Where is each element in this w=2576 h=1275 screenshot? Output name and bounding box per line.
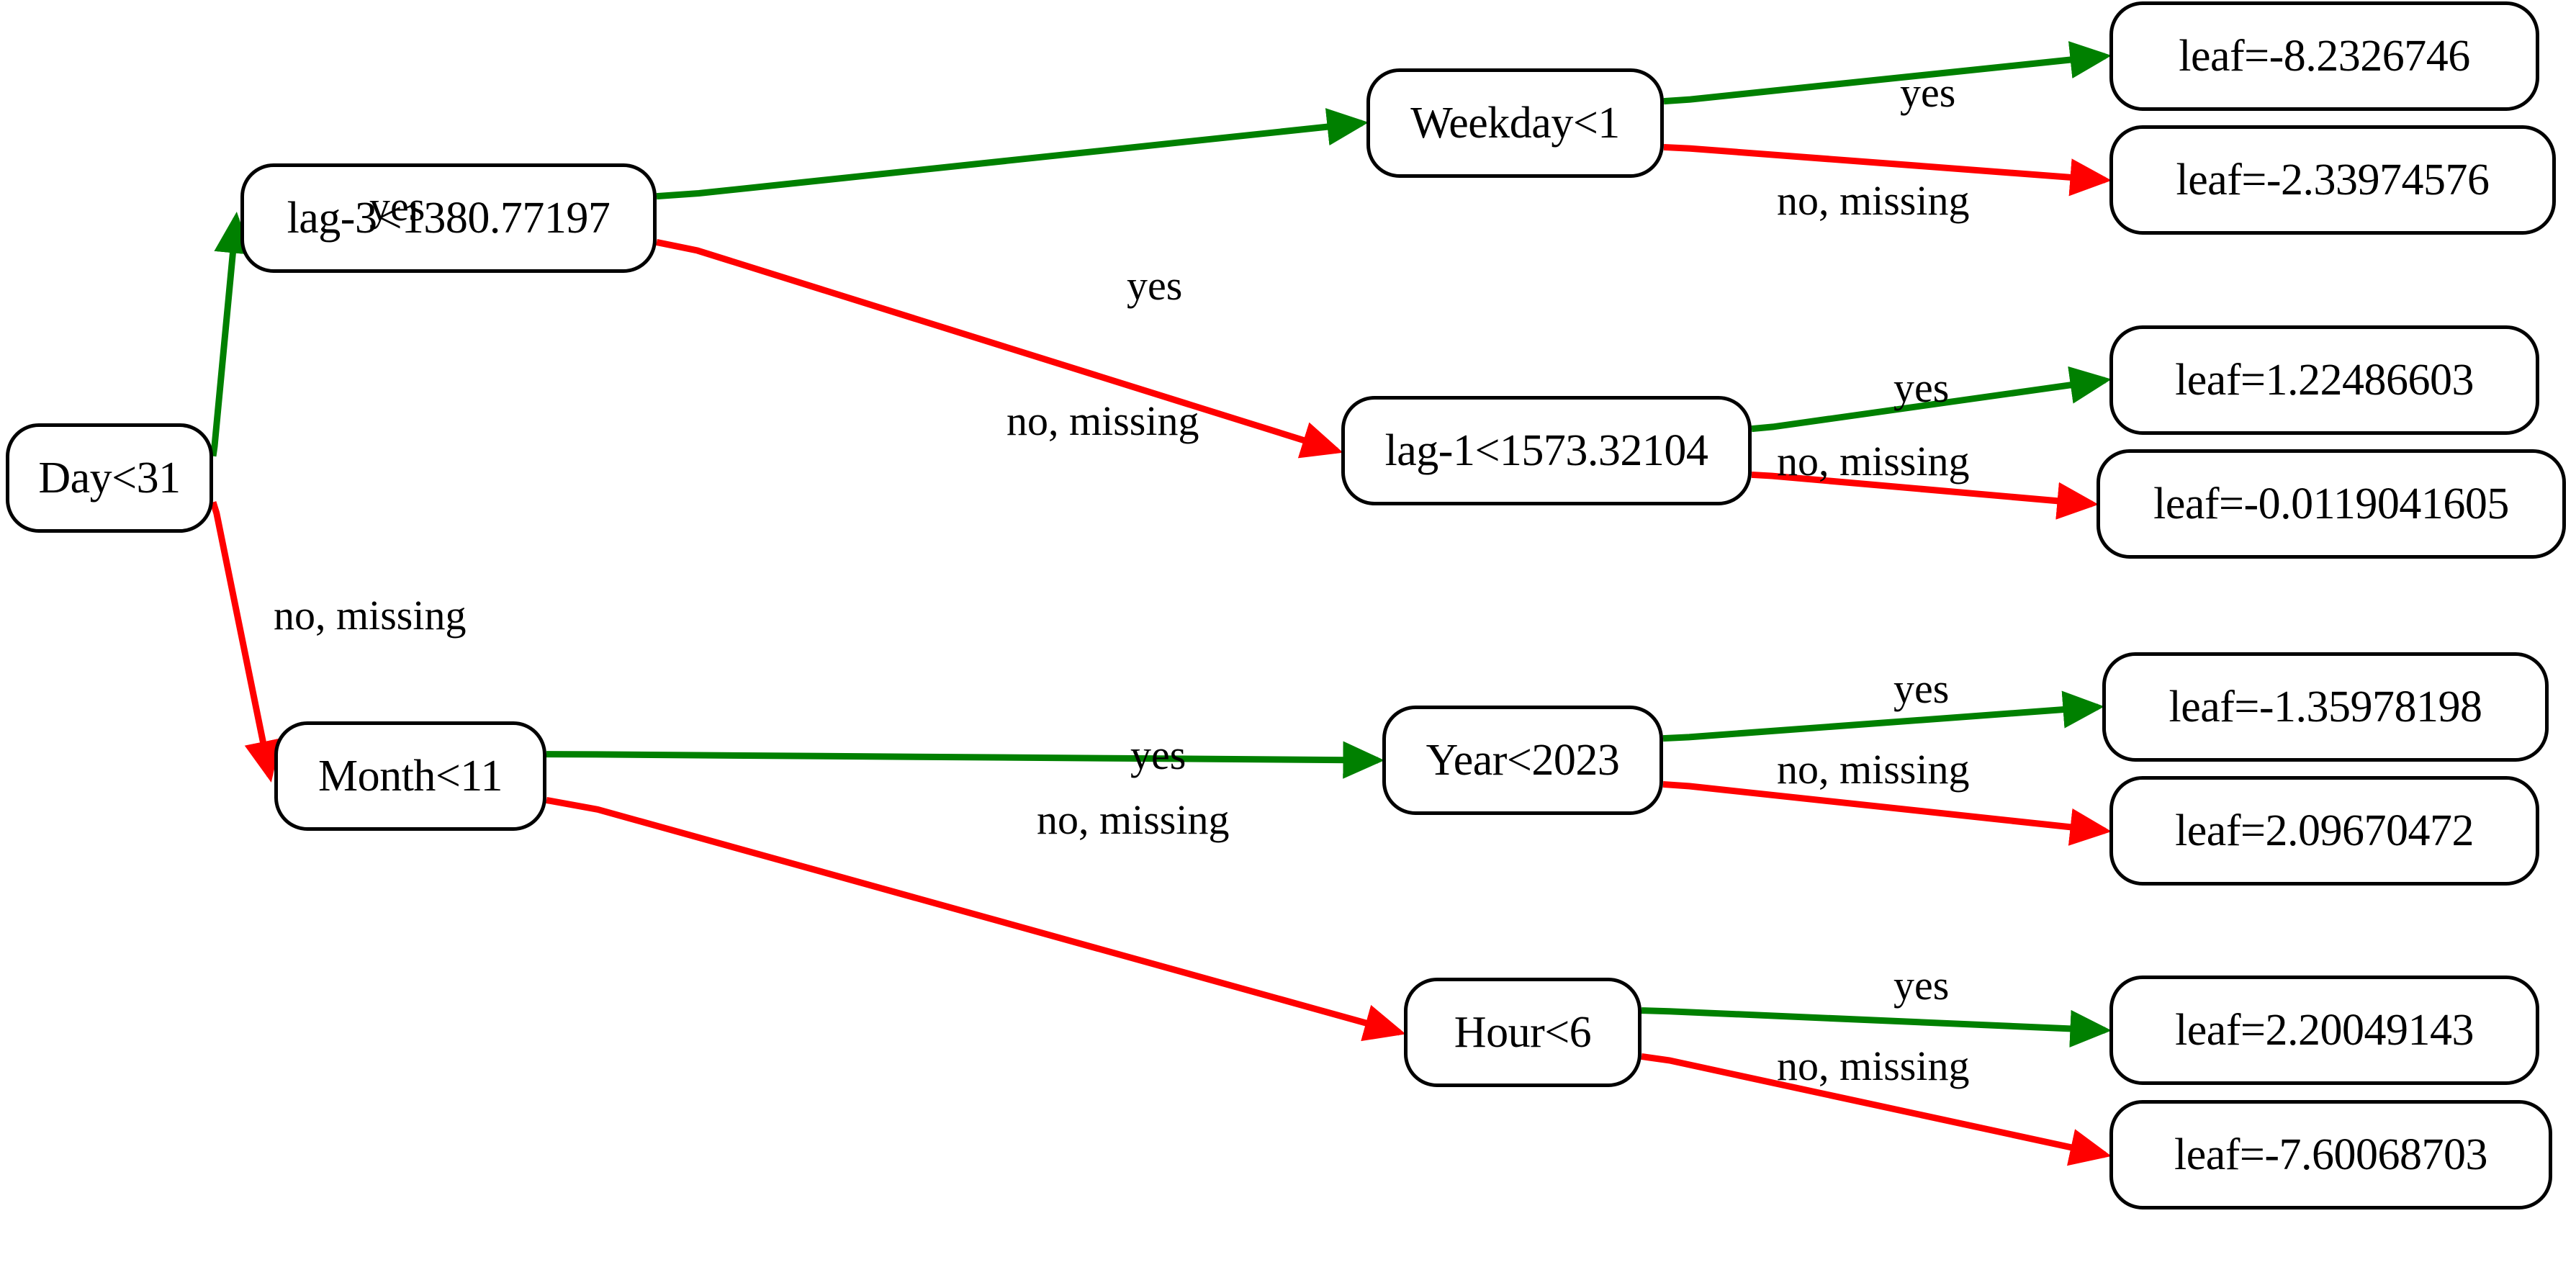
leaf-node-l0[interactable]: leaf=-8.2326746 xyxy=(2109,1,2539,111)
edge-n4-to-l3 xyxy=(1751,471,2099,520)
edge-n1-to-n4 xyxy=(656,239,1343,459)
leaf-node-l4[interactable]: leaf=-1.35978198 xyxy=(2102,652,2549,762)
edge-label-n3-no: no, missing xyxy=(1777,177,1970,224)
edge-n3-to-l0 xyxy=(1663,41,2112,105)
split-node-n5[interactable]: Year<2023 xyxy=(1382,706,1663,815)
split-node-n4[interactable]: lag-1<1573.32104 xyxy=(1341,396,1752,505)
node-label: leaf=-2.33974576 xyxy=(2176,156,2490,204)
edge-label-n6-yes: yes xyxy=(1893,962,1950,1009)
edge-n4-to-l2 xyxy=(1751,366,2112,433)
edge-n1-to-n3 xyxy=(656,108,1369,200)
edge-label-n2-yes: yes xyxy=(1130,731,1186,778)
node-label: leaf=-8.2326746 xyxy=(2179,32,2470,81)
edge-n6-to-l6 xyxy=(1641,1007,2112,1048)
node-label: Month<11 xyxy=(318,752,503,801)
edge-n0-to-n1 xyxy=(210,212,252,457)
edge-n2-to-n5 xyxy=(546,741,1384,779)
split-node-n0[interactable]: Day<31 xyxy=(6,423,213,533)
node-label: leaf=-7.60068703 xyxy=(2174,1130,2488,1179)
edge-n0-to-n2 xyxy=(210,501,282,783)
node-label: Day<31 xyxy=(38,454,181,503)
edge-n5-to-l4 xyxy=(1662,690,2104,742)
edge-label-n0-yes: yes xyxy=(369,183,425,230)
node-label: lag-1<1573.32104 xyxy=(1384,426,1708,475)
leaf-node-l3[interactable]: leaf=-0.0119041605 xyxy=(2097,449,2566,559)
leaf-node-l6[interactable]: leaf=2.20049143 xyxy=(2109,976,2539,1085)
node-label: leaf=2.20049143 xyxy=(2175,1006,2474,1055)
split-node-n6[interactable]: Hour<6 xyxy=(1404,978,1641,1087)
split-node-n1[interactable]: lag-3<1380.77197 xyxy=(240,163,657,273)
split-node-n2[interactable]: Month<11 xyxy=(274,721,546,831)
leaf-node-l7[interactable]: leaf=-7.60068703 xyxy=(2109,1100,2552,1209)
leaf-node-l1[interactable]: leaf=-2.33974576 xyxy=(2109,125,2556,235)
edge-label-n5-yes: yes xyxy=(1893,665,1950,712)
node-label: Year<2023 xyxy=(1426,736,1620,785)
edge-label-n0-no: no, missing xyxy=(274,592,467,639)
edge-n3-to-l1 xyxy=(1663,143,2112,197)
split-node-n3[interactable]: Weekday<1 xyxy=(1366,68,1664,178)
node-label: leaf=2.09670472 xyxy=(2175,806,2474,855)
edge-label-n4-no: no, missing xyxy=(1777,438,1970,485)
edge-n5-to-l5 xyxy=(1662,780,2112,846)
edge-n2-to-n6 xyxy=(546,797,1406,1042)
node-label: Weekday<1 xyxy=(1410,99,1620,148)
edge-label-n4-yes: yes xyxy=(1893,364,1950,411)
node-label: Hour<6 xyxy=(1454,1008,1592,1057)
leaf-node-l2[interactable]: leaf=1.22486603 xyxy=(2109,325,2539,435)
edge-label-n3-yes: yes xyxy=(1900,69,1956,116)
leaf-node-l5[interactable]: leaf=2.09670472 xyxy=(2109,776,2539,886)
node-label: leaf=-0.0119041605 xyxy=(2153,479,2509,528)
edge-n6-to-l7 xyxy=(1641,1053,2112,1166)
edge-label-n5-no: no, missing xyxy=(1777,746,1970,793)
edge-label-n6-no: no, missing xyxy=(1777,1042,1970,1089)
node-label: leaf=-1.35978198 xyxy=(2169,682,2482,731)
node-label: leaf=1.22486603 xyxy=(2175,356,2474,405)
edge-label-n2-no: no, missing xyxy=(1037,796,1230,843)
node-label: lag-3<1380.77197 xyxy=(287,194,611,243)
edge-label-n1-yes: yes xyxy=(1127,262,1183,309)
edge-label-n1-no: no, missing xyxy=(1006,397,1199,444)
